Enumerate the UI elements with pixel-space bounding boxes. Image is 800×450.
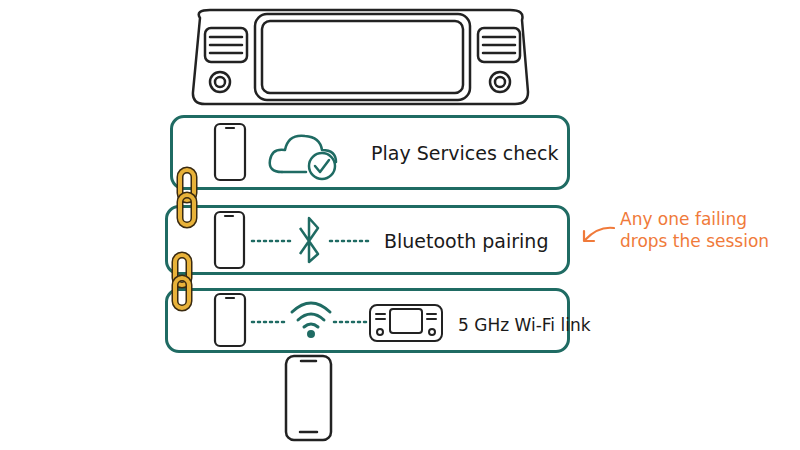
stack-band: Play Services check [170,115,570,190]
band-label: 5 GHz Wi-Fi link [458,314,591,336]
head-unit [193,10,528,104]
band-label: Play Services check [371,142,558,164]
stack-band: 5 GHz Wi-Fi link [165,288,570,353]
callout-arrow [584,228,614,241]
phone [286,356,331,440]
stack-band: Bluetooth pairing [165,205,570,275]
callout-note: Any one failing drops the session [620,208,795,252]
band-label: Bluetooth pairing [384,230,548,252]
